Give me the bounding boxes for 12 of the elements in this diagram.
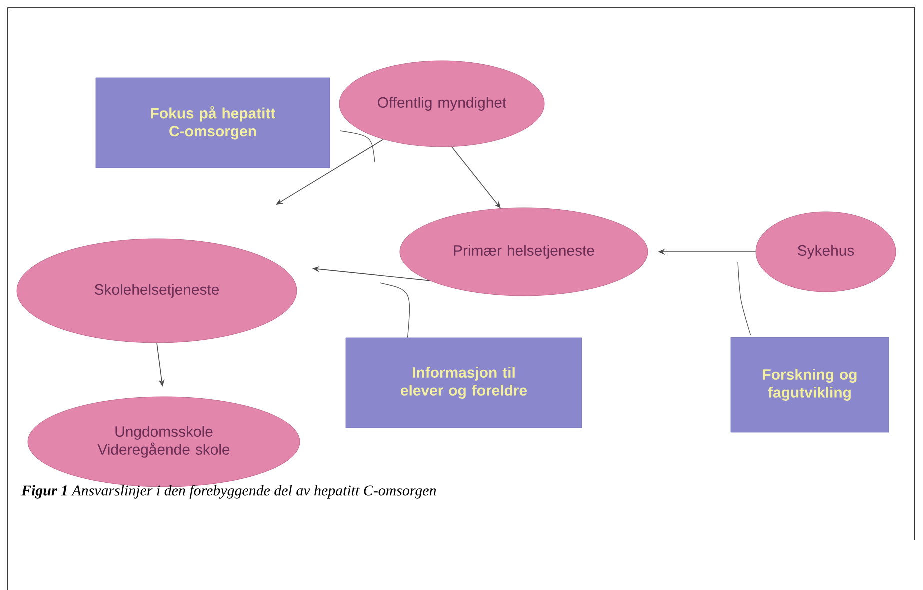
arrow xyxy=(276,139,384,205)
leader-line xyxy=(738,262,752,336)
ellipse-node: Skolehelsetjeneste xyxy=(16,238,298,344)
leader-line xyxy=(380,282,410,338)
text-box: Forskning og fagutvikling xyxy=(730,337,890,433)
text-box: Fokus på hepatitt C-omsorgen xyxy=(96,78,330,168)
text-box: Informasjon til elever og foreldre xyxy=(346,338,582,428)
caption: Figur 1 Ansvarslinjer i den forebyggende del av hepatitt C-omsorgen xyxy=(22,485,436,499)
leader-line xyxy=(340,130,376,162)
ellipse-node: Offentlig myndighet xyxy=(339,60,545,148)
ellipse-node: Sykehus xyxy=(756,212,896,292)
ellipse-node: Primær helsetjeneste xyxy=(400,208,648,296)
